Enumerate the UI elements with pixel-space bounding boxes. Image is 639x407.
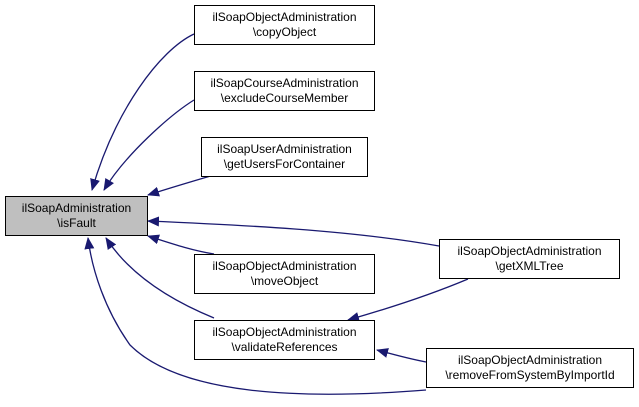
node-copyObject-method: \copyObject: [252, 25, 317, 39]
edge-copyObject-to-isFault: [90, 33, 195, 191]
node-validateReferences[interactable]: ilSoapObjectAdministration \validateRefe…: [194, 320, 375, 360]
node-moveObject[interactable]: ilSoapObjectAdministration \moveObject: [194, 254, 375, 294]
node-validateReferences-class: ilSoapObjectAdministration: [212, 325, 357, 339]
node-copyObject-class: ilSoapObjectAdministration: [212, 10, 357, 24]
edge-validateReferences-to-isFault: [105, 237, 215, 319]
node-getXMLTree-class: ilSoapObjectAdministration: [457, 244, 602, 258]
node-isFault-method: \isFault: [57, 216, 96, 230]
edge-excludeCourseMember-to-isFault: [103, 99, 195, 191]
node-validateReferences-method: \validateReferences: [231, 340, 338, 354]
node-moveObject-class: ilSoapObjectAdministration: [212, 259, 357, 273]
node-removeFromSystemByImportId[interactable]: ilSoapObjectAdministration \removeFromSy…: [426, 348, 634, 388]
node-excludeCourseMember[interactable]: ilSoapCourseAdministration \excludeCours…: [194, 71, 375, 111]
node-getUsersForContainer[interactable]: ilSoapUserAdministration \getUsersForCon…: [201, 137, 368, 177]
node-getXMLTree-method: \getXMLTree: [495, 259, 564, 273]
node-moveObject-method: \moveObject: [250, 274, 319, 288]
node-copyObject[interactable]: ilSoapObjectAdministration \copyObject: [194, 5, 375, 45]
node-getUsersForContainer-class: ilSoapUserAdministration: [217, 142, 352, 156]
edge-getUsersForContainer-to-isFault: [147, 174, 215, 197]
node-getXMLTree[interactable]: ilSoapObjectAdministration \getXMLTree: [439, 239, 620, 279]
edge-getXMLTree-to-validateReferences: [347, 278, 469, 322]
node-isFault-class: ilSoapAdministration: [21, 201, 132, 215]
node-excludeCourseMember-method: \excludeCourseMember: [220, 91, 349, 105]
edge-removeFromSystemByImportId-to-validateReferences: [376, 348, 427, 363]
edge-removeFromSystemByImportId-to-isFault: [84, 237, 427, 395]
node-removeFromSystemByImportId-method: \removeFromSystemByImportId: [445, 368, 615, 382]
node-getUsersForContainer-method: \getUsersForContainer: [223, 157, 346, 171]
edge-getXMLTree-to-isFault: [147, 216, 440, 247]
node-excludeCourseMember-class: ilSoapCourseAdministration: [210, 76, 359, 90]
node-removeFromSystemByImportId-class: ilSoapObjectAdministration: [457, 353, 603, 367]
node-isFault: ilSoapAdministration \isFault: [5, 196, 148, 236]
edge-moveObject-to-isFault: [147, 234, 215, 255]
